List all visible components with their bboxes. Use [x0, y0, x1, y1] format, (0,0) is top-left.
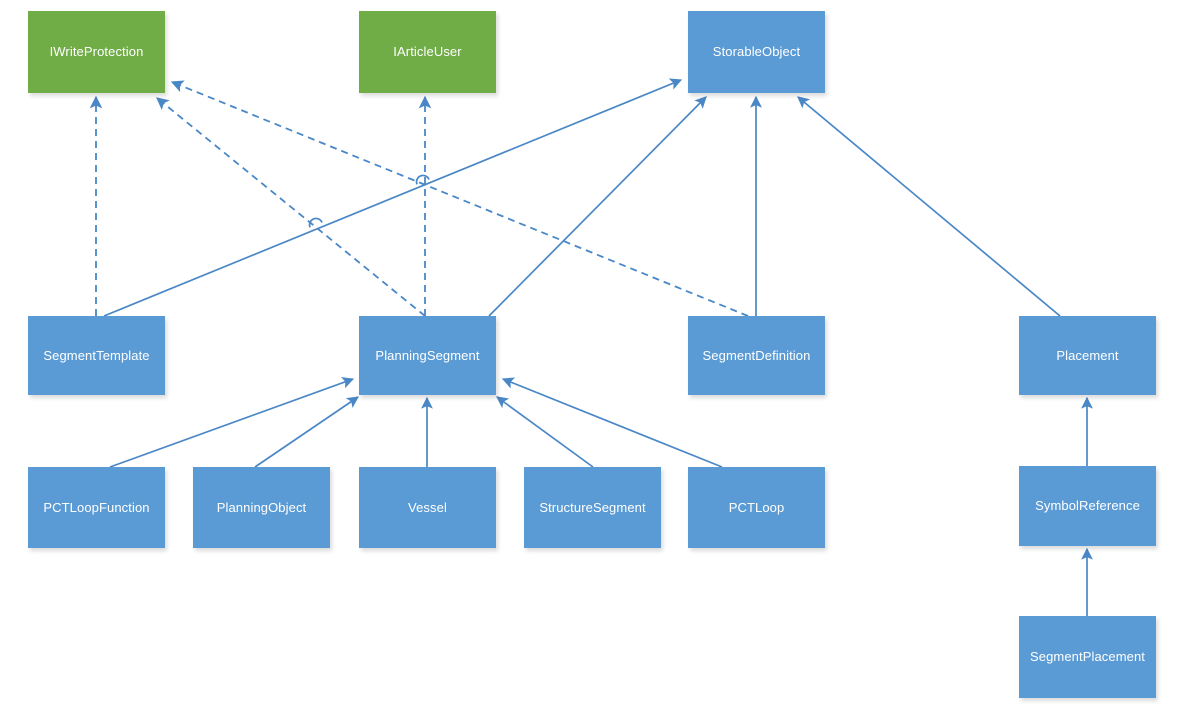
class-node-label: SegmentTemplate	[43, 347, 150, 363]
class-node-planningsegment[interactable]: PlanningSegment	[359, 316, 496, 395]
edge-planningobject-to-planningsegment	[254, 396, 359, 468]
class-node-label: PlanningSegment	[375, 347, 480, 363]
class-node-label: IArticleUser	[393, 44, 462, 60]
class-node-label: IWriteProtection	[49, 44, 144, 60]
class-node-pctloopfunction[interactable]: PCTLoopFunction	[28, 467, 165, 548]
edge-segmentdefinition-to-iwriteprotection	[170, 80, 749, 317]
class-node-iwriteprotection[interactable]: IWriteProtection	[28, 11, 165, 93]
class-node-segmentplacement[interactable]: SegmentPlacement	[1019, 616, 1156, 698]
class-node-label: StructureSegment	[539, 499, 646, 515]
class-node-placement[interactable]: Placement	[1019, 316, 1156, 395]
edge-structuresegment-to-planningsegment	[496, 396, 594, 468]
edge-pctloop-to-planningsegment	[501, 377, 723, 468]
class-node-planningobject[interactable]: PlanningObject	[193, 467, 330, 548]
edge-pctloopfunction-to-planningsegment	[109, 377, 355, 468]
class-node-vessel[interactable]: Vessel	[359, 467, 496, 548]
edge-segmenttemplate-to-storableobject	[103, 78, 683, 317]
line-hop-0	[308, 217, 323, 228]
class-node-pctloop[interactable]: PCTLoop	[688, 467, 825, 548]
class-node-label: SymbolReference	[1035, 498, 1140, 514]
edge-placement-to-storableobject	[797, 96, 1061, 317]
line-hop-1	[415, 174, 430, 185]
class-node-iarticleuser[interactable]: IArticleUser	[359, 11, 496, 93]
class-node-label: SegmentPlacement	[1029, 649, 1146, 665]
class-node-label: StorableObject	[712, 44, 801, 60]
edges-group	[89, 78, 1093, 616]
class-node-segmentdefinition[interactable]: SegmentDefinition	[688, 316, 825, 395]
class-node-label: PlanningObject	[216, 499, 307, 515]
class-node-label: Vessel	[408, 499, 447, 515]
line-hop-group	[308, 174, 430, 228]
class-node-label: SegmentDefinition	[702, 347, 811, 363]
class-node-label: Placement	[1056, 347, 1119, 363]
class-node-symbolreference[interactable]: SymbolReference	[1019, 466, 1156, 546]
class-node-label: PCTLoopFunction	[43, 499, 150, 515]
class-node-storableobject[interactable]: StorableObject	[688, 11, 825, 93]
class-node-structuresegment[interactable]: StructureSegment	[524, 467, 661, 548]
edge-planningsegment-to-iwriteprotection	[156, 97, 426, 317]
class-node-label: PCTLoop	[728, 499, 785, 515]
edge-planningsegment-to-storableobject	[488, 96, 707, 317]
class-node-segmenttemplate[interactable]: SegmentTemplate	[28, 316, 165, 395]
